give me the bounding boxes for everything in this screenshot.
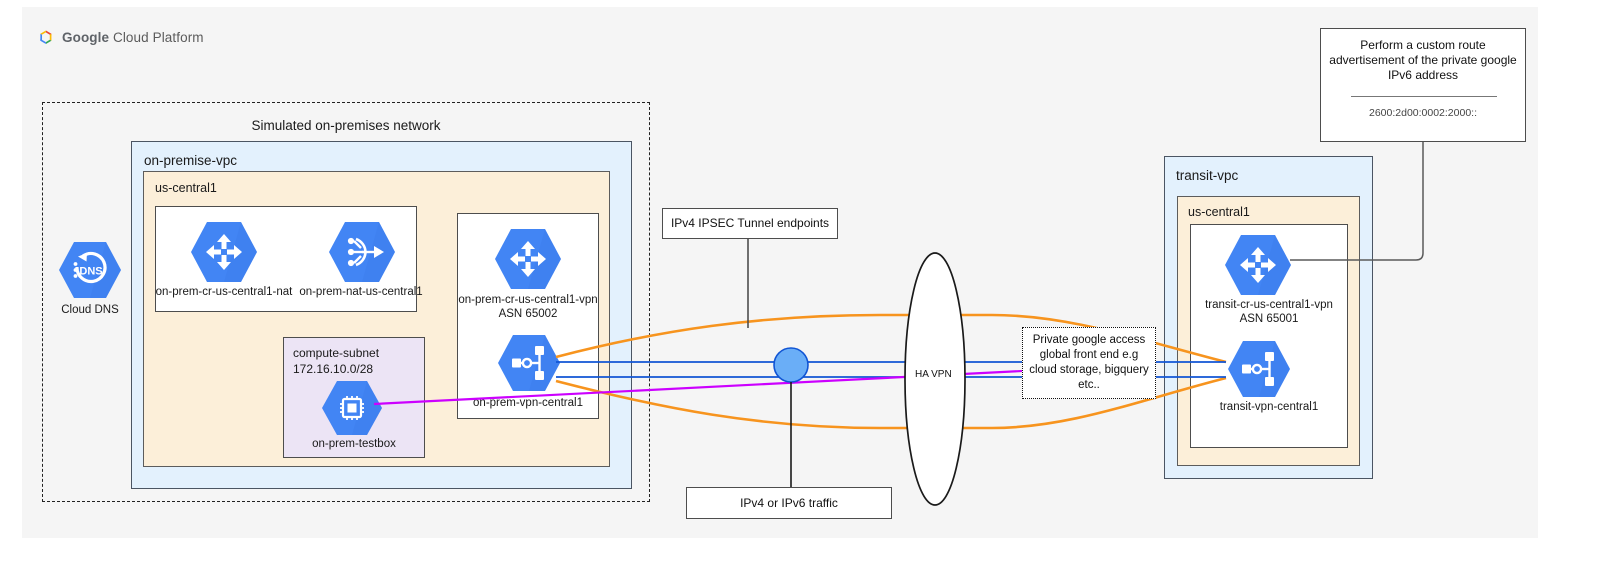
- cloud-nat-icon: [328, 221, 396, 283]
- simulated-onpremises-network-title: Simulated on-premises network: [251, 118, 441, 133]
- transit-router-asn: ASN 65001: [1239, 313, 1299, 325]
- private-google-access-line-3: cloud storage, bigquery: [1029, 364, 1149, 376]
- transit-vpc-title: transit-vpc: [1176, 168, 1239, 183]
- onprem-vpn-router-asn: ASN 65002: [498, 308, 558, 320]
- private-google-access-box: Private google access global front end e…: [1022, 327, 1156, 399]
- custom-route-line-1: Perform a custom route: [1360, 38, 1486, 52]
- traffic-callout: IPv4 or IPv6 traffic: [686, 487, 892, 519]
- private-google-access-line-2: global front end e.g: [1039, 349, 1139, 361]
- transit-router-label: transit-cr-us-central1-vpn: [1205, 299, 1333, 311]
- transit-vpn-gateway-label: transit-vpn-central1: [1219, 401, 1319, 413]
- private-google-access-line-1: Private google access: [1032, 334, 1146, 346]
- compute-subnet-name: compute-subnet: [293, 346, 380, 360]
- compute-subnet-cidr: 172.16.10.0/28: [293, 362, 374, 376]
- onprem-cloud-router-nat-label: on-prem-cr-us-central1-nat: [155, 286, 293, 298]
- brand-label: Google Cloud Platform: [62, 30, 204, 45]
- simulated-onpremises-network-group: Simulated on-premises network: [42, 102, 650, 502]
- private-google-access-line-4: etc..: [1078, 379, 1100, 391]
- onprem-testbox-label: on-prem-testbox: [312, 438, 396, 450]
- on-premise-vpc-title: on-premise-vpc: [144, 153, 238, 168]
- custom-route-line-2: advertisement of the private google: [1329, 53, 1517, 67]
- svg-text:DNS: DNS: [79, 266, 102, 278]
- custom-route-callout: Perform a custom route advertisement of …: [1320, 28, 1526, 142]
- cloud-dns-icon: DNS: [58, 241, 122, 299]
- cloud-dns-label: Cloud DNS: [61, 304, 119, 316]
- compute-vm-icon: [321, 380, 383, 436]
- transit-region-title: us-central1: [1188, 205, 1250, 219]
- custom-route-line-3: IPv6 address: [1387, 68, 1459, 82]
- cloud-router-icon: [494, 228, 562, 290]
- ipsec-endpoints-callout-text: IPv4 IPSEC Tunnel endpoints: [670, 216, 830, 230]
- vpn-gateway-icon: [1227, 340, 1291, 398]
- cloud-router-icon: [190, 221, 258, 283]
- onprem-cloud-nat-label: on-prem-nat-us-central1: [299, 286, 423, 298]
- traffic-callout-text: IPv4 or IPv6 traffic: [740, 496, 838, 510]
- cloud-router-icon: [1224, 234, 1292, 296]
- onprem-vpn-gateway-label: on-prem-vpn-central1: [473, 397, 583, 409]
- ha-vpn-label: HA VPN: [915, 369, 952, 380]
- gcp-brand: Google Cloud Platform: [36, 28, 204, 47]
- google-cloud-logo-icon: [36, 28, 55, 47]
- onprem-vpn-router-label: on-prem-cr-us-central1-vpn: [458, 294, 598, 306]
- custom-route-divider: [1351, 96, 1497, 97]
- vpn-gateway-icon: [497, 334, 561, 392]
- onprem-region-title: us-central1: [155, 181, 217, 195]
- ipsec-endpoints-callout: IPv4 IPSEC Tunnel endpoints: [662, 208, 838, 239]
- custom-route-address: 2600:2d00:0002:2000::: [1368, 107, 1478, 119]
